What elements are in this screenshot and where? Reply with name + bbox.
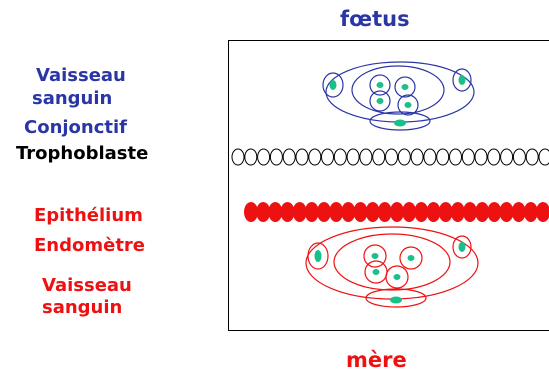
trophoblast-cell xyxy=(411,149,423,165)
maternal-nucleus xyxy=(373,269,380,275)
fetal-nucleus xyxy=(377,98,384,104)
trophoblast-cell xyxy=(475,149,487,165)
trophoblast-cell xyxy=(398,149,410,165)
epithelium-cell xyxy=(402,202,416,222)
trophoblast-cell xyxy=(526,149,538,165)
epithelium-cell xyxy=(341,202,355,222)
fetal-nucleus xyxy=(459,75,466,85)
epithelium-cell xyxy=(463,202,477,222)
fetal-vessel-cluster xyxy=(323,62,474,130)
trophoblast-cell xyxy=(437,149,449,165)
trophoblast-cell xyxy=(258,149,270,165)
trophoblast-cell xyxy=(373,149,385,165)
trophoblast-cell xyxy=(322,149,334,165)
trophoblast-cell xyxy=(501,149,513,165)
trophoblast-cell xyxy=(513,149,525,165)
epithelium-cell xyxy=(427,202,441,222)
maternal-endometrium-outline xyxy=(306,227,478,299)
trophoblast-cell xyxy=(488,149,500,165)
trophoblast-cell xyxy=(347,149,359,165)
epithelium-cell xyxy=(354,202,368,222)
trophoblast-cell xyxy=(360,149,372,165)
trophoblast-cell xyxy=(424,149,436,165)
trophoblast-cell xyxy=(309,149,321,165)
maternal-nucleus xyxy=(394,274,401,280)
maternal-nucleus xyxy=(408,255,415,261)
diagram-frame xyxy=(229,41,549,331)
epithelium-cell xyxy=(329,202,343,222)
epithelium-cell xyxy=(244,202,258,222)
maternal-nucleus xyxy=(372,253,379,259)
fetal-connective-outline xyxy=(326,62,474,122)
epithelium-cell xyxy=(305,202,319,222)
epithelium-cell xyxy=(512,202,526,222)
epithelium-cell xyxy=(451,202,465,222)
epithelium-cell xyxy=(475,202,489,222)
epithelium-cell xyxy=(500,202,514,222)
epithelium-cell xyxy=(487,202,501,222)
epithelium-cell xyxy=(524,202,538,222)
trophoblast-cell xyxy=(539,149,549,165)
trophoblast-cell xyxy=(245,149,257,165)
epithelium-cell xyxy=(414,202,428,222)
epithelium-cell xyxy=(268,202,282,222)
fetal-nucleus xyxy=(402,84,409,90)
trophoblast-cell xyxy=(270,149,282,165)
epithelium-cell xyxy=(439,202,453,222)
maternal-vessel-cluster xyxy=(306,227,478,307)
trophoblast-cell xyxy=(232,149,244,165)
trophoblast-cell-row xyxy=(232,149,549,165)
trophoblast-cell xyxy=(283,149,295,165)
epithelium-cell xyxy=(366,202,380,222)
maternal-nucleus xyxy=(315,250,322,262)
maternal-nucleus xyxy=(390,297,402,304)
epithelium-cell xyxy=(293,202,307,222)
epithelium-cell xyxy=(378,202,392,222)
fetal-nucleus xyxy=(377,82,384,88)
epithelium-cell xyxy=(390,202,404,222)
maternal-nucleus xyxy=(459,242,466,252)
epithelium-cell xyxy=(281,202,295,222)
epithelium-cell xyxy=(536,202,549,222)
maternal-vessel-outline xyxy=(334,234,450,290)
fetal-nucleus xyxy=(394,120,406,127)
fetal-nucleus xyxy=(405,102,412,108)
trophoblast-cell xyxy=(334,149,346,165)
fetal-nucleus xyxy=(330,80,337,90)
trophoblast-cell xyxy=(462,149,474,165)
epithelium-cell xyxy=(317,202,331,222)
epithelium-cell-row xyxy=(244,202,549,222)
trophoblast-cell xyxy=(450,149,462,165)
trophoblast-cell xyxy=(296,149,308,165)
epithelium-cell xyxy=(256,202,270,222)
trophoblast-cell xyxy=(386,149,398,165)
